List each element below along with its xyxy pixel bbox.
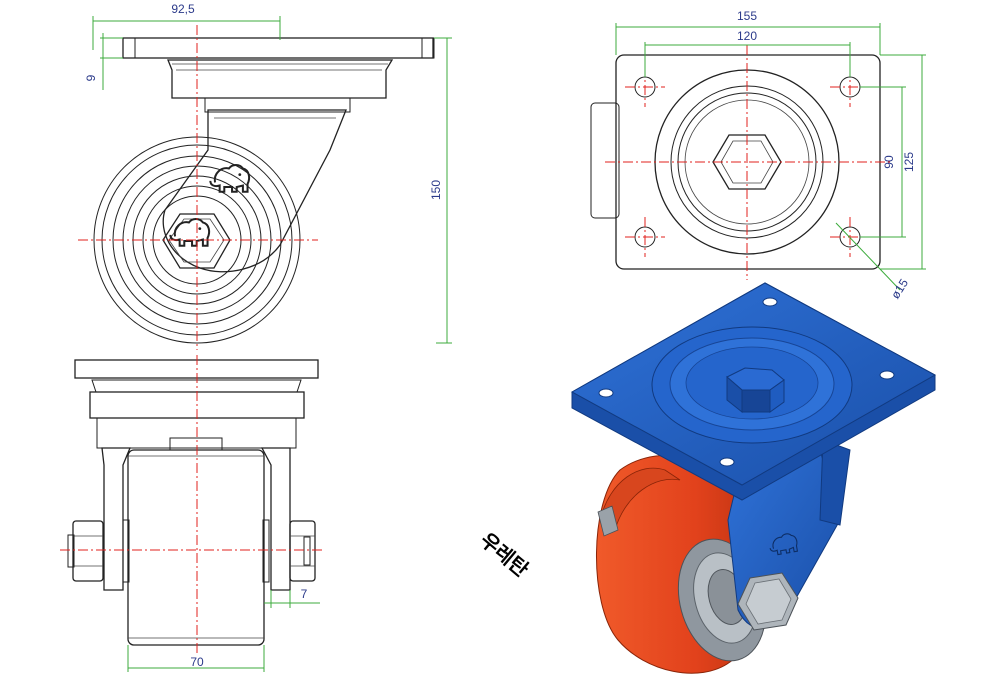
material-label: 우레탄 <box>476 528 534 582</box>
dim-total-height: 150 <box>429 180 443 200</box>
dim-plate-width: 155 <box>737 9 757 23</box>
wheel-front <box>127 449 265 646</box>
elephant-logo-icon <box>169 217 211 247</box>
swivel-arm-side <box>162 109 347 273</box>
fork-leg-right <box>260 447 291 591</box>
axle-nut-front <box>72 520 104 582</box>
dim-axle-offset: 7 <box>301 587 308 601</box>
dim-offset-width: 92,5 <box>171 2 195 16</box>
dim-plate-length: 125 <box>902 152 916 172</box>
swivel-arm-top <box>590 102 620 219</box>
mounting-plate-side <box>122 37 434 59</box>
dim-hole-spacing-x: 120 <box>737 29 757 43</box>
dim-hole-spacing-y: 90 <box>882 155 896 169</box>
caster-3d-render <box>570 282 937 674</box>
dim-wheel-width: 70 <box>190 655 204 669</box>
side-view: 92,5 9 150 <box>78 2 452 350</box>
fork-leg-left <box>101 447 131 591</box>
dim-hole-diameter: ø15 <box>888 276 911 301</box>
bearing-ring-side <box>167 59 394 99</box>
axle-bolt-head-front <box>289 520 316 582</box>
top-view: 155 120 90 125 ø15 <box>590 9 926 301</box>
dim-plate-thickness: 9 <box>84 74 98 81</box>
front-view: 70 7 <box>60 355 325 672</box>
elephant-logo-icon <box>769 533 799 556</box>
